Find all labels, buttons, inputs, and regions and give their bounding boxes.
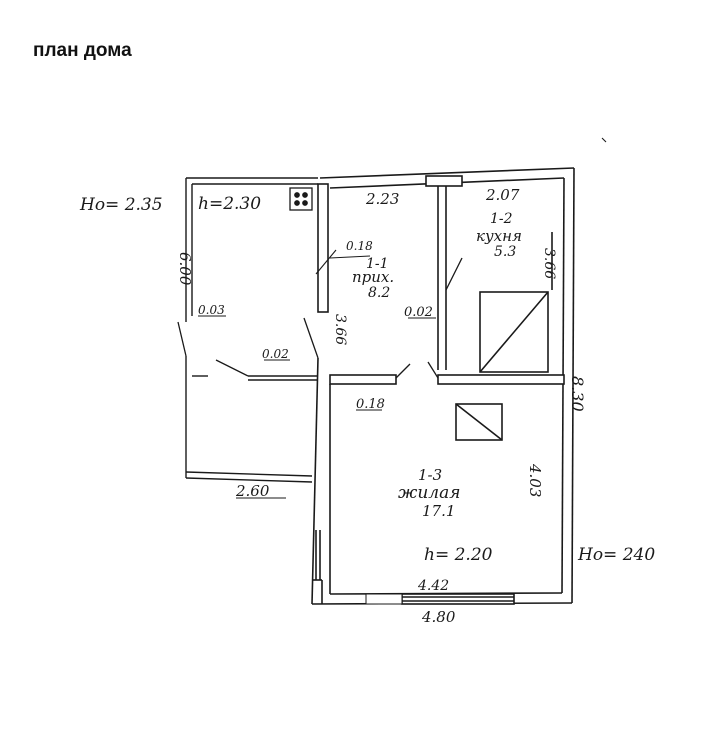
hall-area: 8.2 xyxy=(368,285,390,301)
ho-right-label: Ho= 240 xyxy=(577,545,655,565)
kitchen-name: кухня xyxy=(476,227,522,245)
living-area: 17.1 xyxy=(422,502,455,520)
kitchen-partition-label: 0.02 xyxy=(404,305,433,320)
veranda-depth-label: 6.00 xyxy=(176,252,194,286)
living-partition-label: 0.18 xyxy=(356,397,385,412)
page-title: план дома xyxy=(33,40,132,61)
kitchen-number: 1-2 xyxy=(490,211,513,227)
veranda-sink xyxy=(289,187,313,211)
veranda-width-label: 2.60 xyxy=(235,482,270,500)
leader-lines xyxy=(198,137,607,595)
exterior-walls xyxy=(311,167,575,605)
plan-labels: Ho= 2.35 h=2.30 2.23 2.07 1-2 кухня 5.3 … xyxy=(79,186,655,626)
living-depth-label: 4.03 xyxy=(526,463,544,497)
interior-walls xyxy=(317,175,565,385)
kitchen-area: 5.3 xyxy=(494,244,516,260)
living-number: 1-3 xyxy=(418,466,442,484)
ho-left-label: Ho= 2.35 xyxy=(79,195,163,215)
doors xyxy=(177,257,463,379)
living-stove xyxy=(455,403,503,441)
kitchen-depth-label: 3.66 xyxy=(541,248,557,279)
hall-name: прих. xyxy=(352,268,394,286)
house-depth-label: 8.30 xyxy=(568,376,587,412)
veranda-wall-label: 0.03 xyxy=(198,303,225,317)
veranda-height-label: h=2.30 xyxy=(198,194,261,214)
living-name: жилая xyxy=(398,483,461,503)
hall-width-label: 2.23 xyxy=(365,190,399,208)
hall-depth-label: 3.66 xyxy=(332,314,348,345)
kitchen-stove xyxy=(479,291,549,373)
kitchen-width-label: 2.07 xyxy=(485,186,520,204)
hall-partition-label: 0.18 xyxy=(346,239,373,253)
living-height-label: h= 2.20 xyxy=(424,545,493,565)
living-outer-width-label: 4.80 xyxy=(421,608,456,626)
living-inner-width-label: 4.42 xyxy=(417,578,449,594)
veranda-walls xyxy=(185,177,318,483)
hall-number: 1-1 xyxy=(366,256,389,272)
veranda-partition-label: 0.02 xyxy=(262,347,289,361)
